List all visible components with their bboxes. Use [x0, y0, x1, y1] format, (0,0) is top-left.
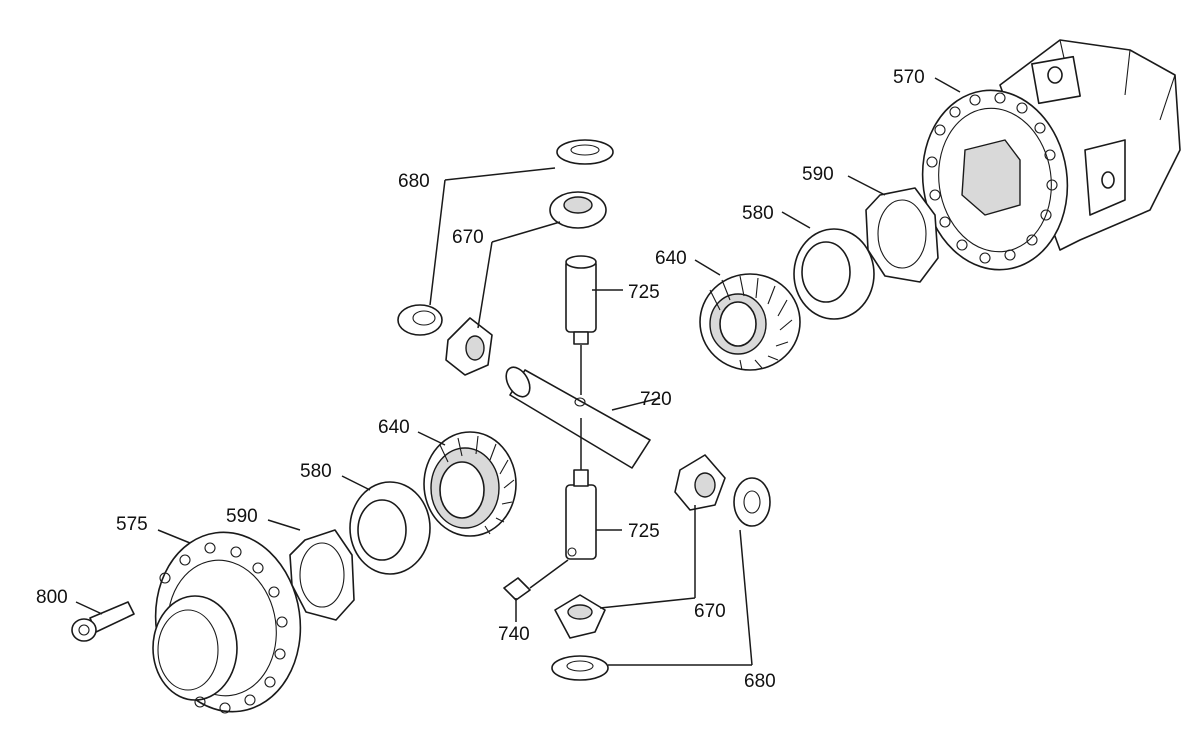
label-680-bottom: 680: [744, 671, 776, 692]
part-680-washer-top-b: [397, 304, 443, 336]
label-725-top: 725: [628, 282, 660, 303]
part-740-lock-pin: [503, 577, 531, 601]
part-680-washer-bottom-a: [733, 477, 771, 527]
label-575: 575: [116, 514, 148, 535]
label-670-bottom: 670: [694, 601, 726, 622]
part-800-bolt: [71, 601, 135, 642]
part-570-differential-case: [921, 39, 1181, 271]
part-580-ring-top: [793, 228, 875, 320]
label-740: 740: [498, 624, 530, 645]
part-580-ring-bottom: [349, 481, 431, 575]
part-670-pinion-bottom-a: [674, 454, 726, 511]
label-570: 570: [893, 67, 925, 88]
label-725-bottom: 725: [628, 521, 660, 542]
label-640-bottom: 640: [378, 417, 410, 438]
part-labels: 570 590 580 640 680 670 725 720 640 580 …: [36, 67, 925, 692]
label-680-top: 680: [398, 171, 430, 192]
part-590-thrust-washer-bottom: [289, 529, 355, 621]
leader-lines: [75, 77, 961, 666]
part-640-side-gear-bottom: [423, 431, 517, 537]
label-670-top: 670: [452, 227, 484, 248]
label-800: 800: [36, 587, 68, 608]
part-680-washer-top-a: [556, 139, 614, 165]
label-590-top: 590: [802, 164, 834, 185]
label-640-top: 640: [655, 248, 687, 269]
label-580-bottom: 580: [300, 461, 332, 482]
label-720: 720: [640, 389, 672, 410]
label-580-top: 580: [742, 203, 774, 224]
part-680-washer-bottom-b: [551, 655, 609, 681]
part-590-thrust-washer-top: [865, 187, 939, 283]
part-670-pinion-bottom-b: [554, 594, 606, 639]
part-640-side-gear-top: [699, 273, 801, 371]
part-720-cross-shaft: [505, 366, 651, 469]
part-725-pin-top: [565, 255, 597, 345]
part-670-pinion-top-b: [445, 317, 493, 376]
part-575-differential-cover: [152, 531, 302, 714]
part-670-pinion-top-a: [549, 191, 607, 229]
part-725-pin-bottom: [565, 469, 597, 560]
label-590-bottom: 590: [226, 506, 258, 527]
